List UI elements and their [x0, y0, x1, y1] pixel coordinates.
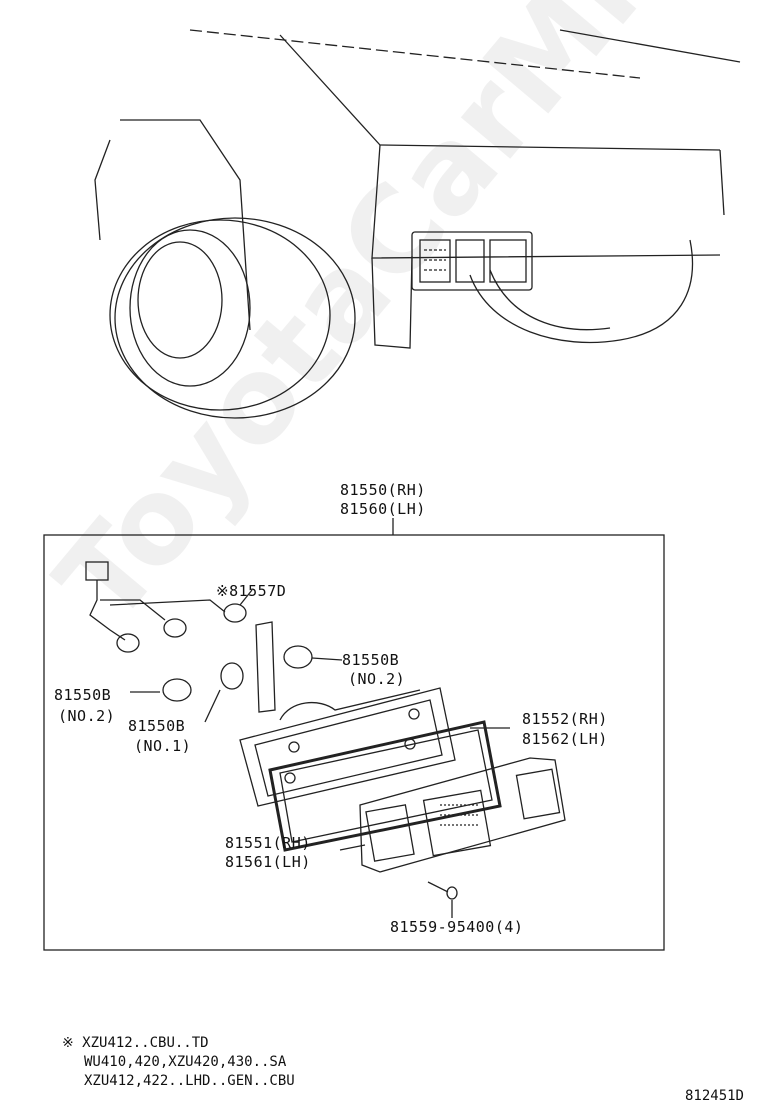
lens — [359, 757, 566, 873]
bulb-b-no1-note: (NO.1) — [134, 737, 192, 755]
diagram-code: 812451D — [684, 1088, 744, 1104]
assembly-frame — [43, 534, 665, 951]
note-line: XZU412,422..LHD..GEN..CBU — [84, 1073, 295, 1089]
lens-lh-label: 81561(LH) — [225, 853, 311, 871]
bulbs — [162, 645, 313, 702]
wiring-harness — [85, 561, 247, 653]
assembly-rh-label: 81550(RH) — [340, 481, 426, 499]
leader-lines — [130, 589, 510, 851]
lens-rh-label: 81551(RH) — [225, 834, 311, 852]
assembly-lh-label: 81560(LH) — [340, 500, 426, 518]
truck-illustration — [94, 29, 741, 419]
bulb-b-no1-label: 81550B — [128, 717, 186, 735]
lamp-housing — [239, 687, 456, 807]
bulb-d-label: ※81557D — [216, 582, 287, 600]
reflector-strip — [255, 621, 276, 713]
screw — [427, 881, 458, 918]
applicability-notes: ※ XZU412..CBU..TD WU410,420,XZU420,430..… — [62, 1034, 295, 1091]
bulb-b-no2-left-note: (NO.2) — [58, 707, 116, 725]
gasket — [268, 720, 502, 852]
gasket-rh-label: 81552(RH) — [522, 710, 608, 728]
note-line: WU410,420,XZU420,430..SA — [84, 1054, 287, 1070]
screw-label: 81559-95400(4) — [390, 918, 524, 936]
gasket-lh-label: 81562(LH) — [522, 730, 608, 748]
bulb-b-no2-left-label: 81550B — [54, 686, 112, 704]
bulb-b-no2-right-label: 81550B — [342, 651, 400, 669]
bulb-b-no2-right-note: (NO.2) — [348, 670, 406, 688]
note-line: ※ XZU412..CBU..TD — [62, 1035, 209, 1051]
